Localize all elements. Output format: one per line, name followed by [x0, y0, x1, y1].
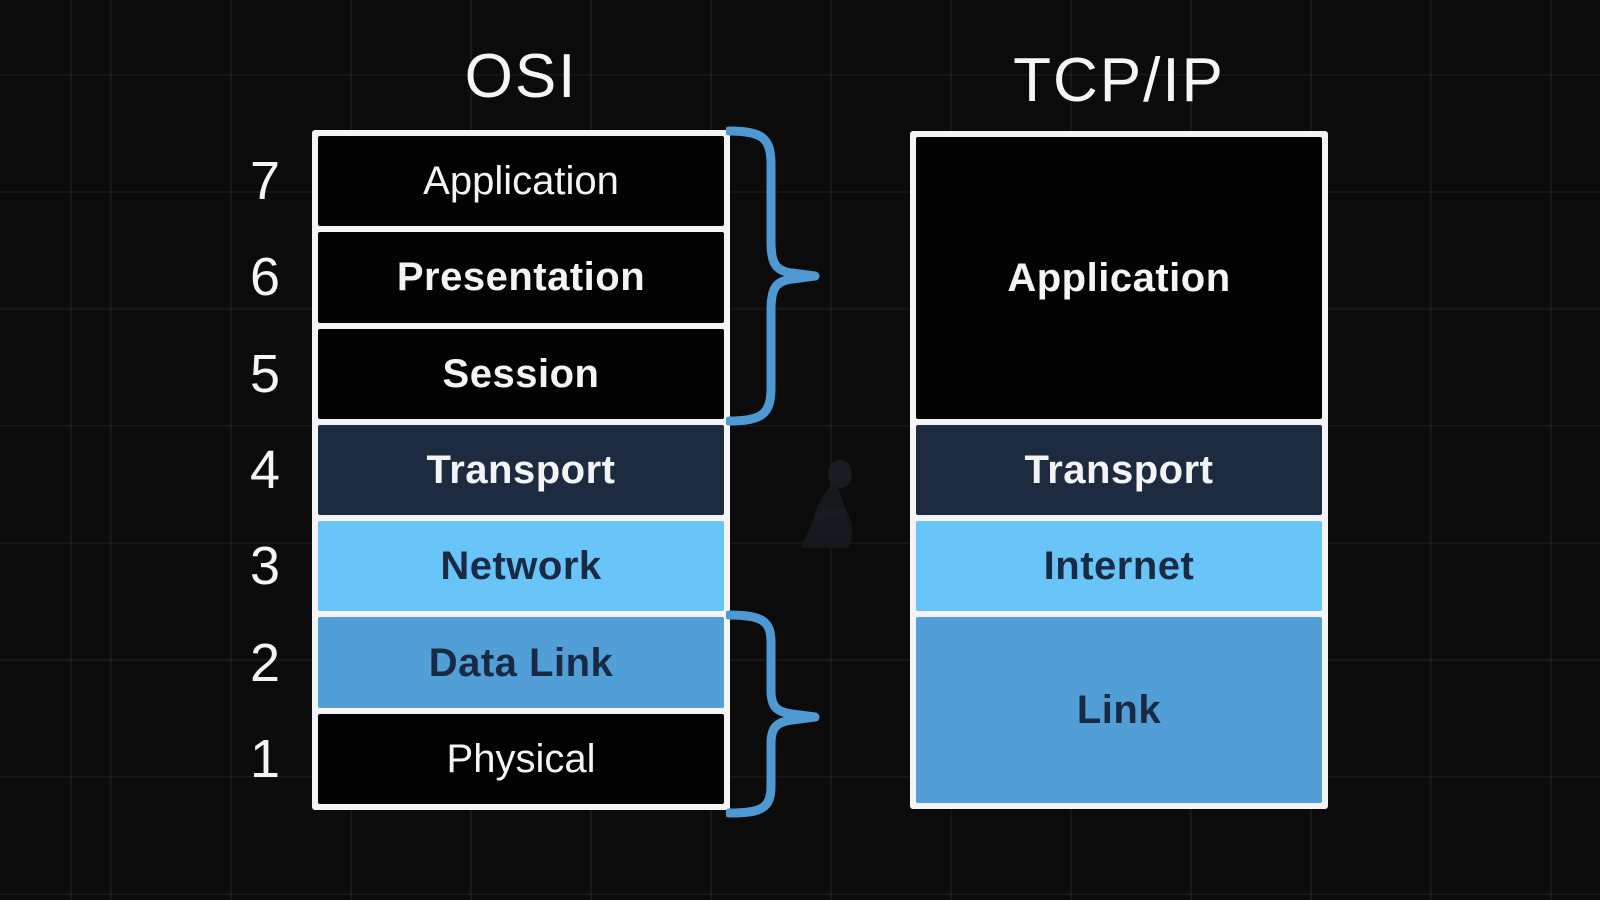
osi-layer-network: Network: [318, 521, 724, 612]
osi-layer-application: Application: [318, 136, 724, 227]
lower-brace-icon: [726, 610, 820, 818]
osi-layer-session: Session: [318, 328, 724, 419]
osi-layer-data-link: Data Link: [318, 617, 724, 708]
layer-number-3: 3: [249, 536, 281, 597]
tcpip-layer-transport: Transport: [916, 424, 1322, 515]
layer-number-2: 2: [249, 632, 281, 693]
osi-layer-presentation: Presentation: [318, 232, 724, 323]
layer-number-1: 1: [249, 728, 281, 789]
osi-layer-stack: Application Presentation Session Transpo…: [312, 130, 730, 810]
layer-number-7: 7: [249, 151, 281, 212]
osi-layer-transport: Transport: [318, 424, 724, 516]
tcpip-layer-application: Application: [916, 137, 1322, 419]
layer-number-5: 5: [249, 343, 281, 404]
thinker-figure: [802, 460, 853, 548]
osi-layer-physical: Physical: [318, 713, 724, 804]
upper-brace-icon: [726, 126, 820, 426]
tcpip-layer-link: Link: [916, 616, 1322, 803]
tcpip-layer-internet: Internet: [916, 520, 1322, 611]
osi-column-title: OSI: [464, 42, 578, 111]
tcpip-column-title: TCP/IP: [1013, 46, 1225, 115]
osi-layer-numbers: 7 6 5 4 3 2 1: [234, 130, 296, 810]
layer-number-6: 6: [249, 247, 281, 308]
tcpip-layer-stack: Application Transport Internet Link: [910, 131, 1328, 809]
layer-number-4: 4: [249, 439, 281, 500]
